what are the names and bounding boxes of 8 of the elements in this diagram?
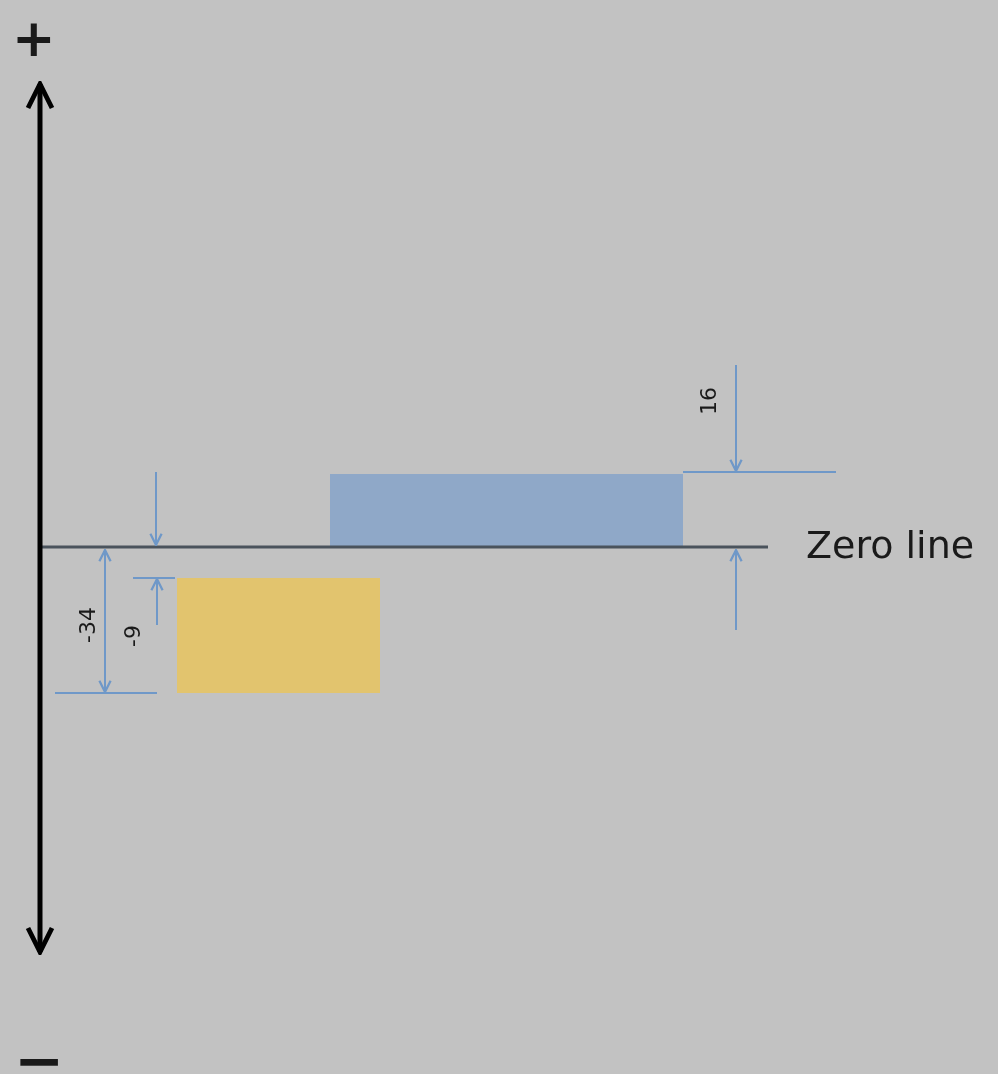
- positive-bar: [330, 474, 683, 546]
- negative-bar: [177, 578, 380, 693]
- plus-sign: +: [12, 12, 56, 64]
- dimension-value: 16: [698, 387, 720, 415]
- dimension-value: -9: [121, 625, 144, 647]
- zero-line-label: Zero line: [806, 526, 975, 564]
- dimension-value: -34: [76, 607, 99, 643]
- minus-sign: −: [14, 1030, 65, 1074]
